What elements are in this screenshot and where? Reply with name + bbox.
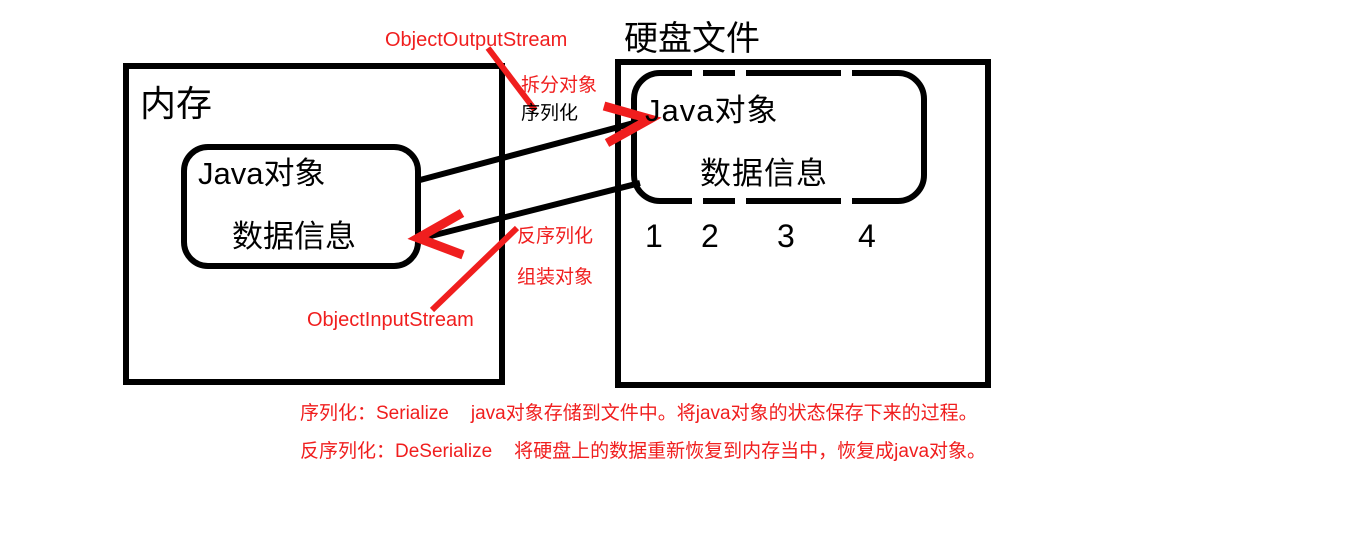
legend-serialize-row: 序列化：Serialize java对象存储到文件中。将java对象的状态保存下来… (300, 404, 978, 423)
serialize-label: 序列化 (521, 103, 579, 124)
memory-object-line-1: Java对象 (198, 156, 326, 191)
fragment-number-2: 2 (701, 218, 719, 254)
disk-java-object-fragmented-box (631, 66, 927, 208)
disk-box-title: 硬盘文件 (624, 20, 760, 58)
memory-box-title: 内存 (140, 83, 213, 124)
fragment-number-3: 3 (777, 218, 795, 254)
legend-deserialize-description: 将硬盘上的数据重新恢复到内存当中，恢复成java对象。 (514, 441, 987, 462)
deserialize-arrow (407, 180, 641, 260)
fragment-gap-1 (692, 66, 703, 208)
oos-leader-line (485, 46, 538, 112)
fragment-gap-2 (735, 66, 746, 208)
fragment-number-4: 4 (858, 218, 876, 254)
memory-java-object-box (181, 144, 421, 269)
legend-serialize-description: java对象存储到文件中。将java对象的状态保存下来的过程。 (470, 403, 978, 424)
deserialize-label: 反序列化 (517, 226, 594, 247)
object-input-stream-label: ObjectInputStream (307, 309, 474, 331)
fragment-number-1: 1 (645, 218, 663, 254)
disk-object-line-1: Java对象 (645, 93, 779, 128)
object-output-stream-label: ObjectOutputStream (385, 29, 568, 51)
memory-container-box (123, 63, 505, 385)
assemble-object-label: 组装对象 (517, 267, 594, 288)
legend-serialize-term: 序列化：Serialize (300, 403, 449, 424)
fragment-gap-3 (841, 66, 852, 208)
split-object-label: 拆分对象 (521, 75, 598, 96)
serialize-arrow (419, 101, 662, 183)
ois-leader-line (429, 225, 520, 313)
disk-container-box (615, 59, 991, 388)
legend-deserialize-term: 反序列化：DeSerialize (300, 441, 493, 462)
disk-object-line-2: 数据信息 (700, 156, 828, 191)
legend-deserialize-row: 反序列化：DeSerialize 将硬盘上的数据重新恢复到内存当中，恢复成java… (300, 442, 986, 461)
memory-object-line-2: 数据信息 (232, 219, 356, 254)
